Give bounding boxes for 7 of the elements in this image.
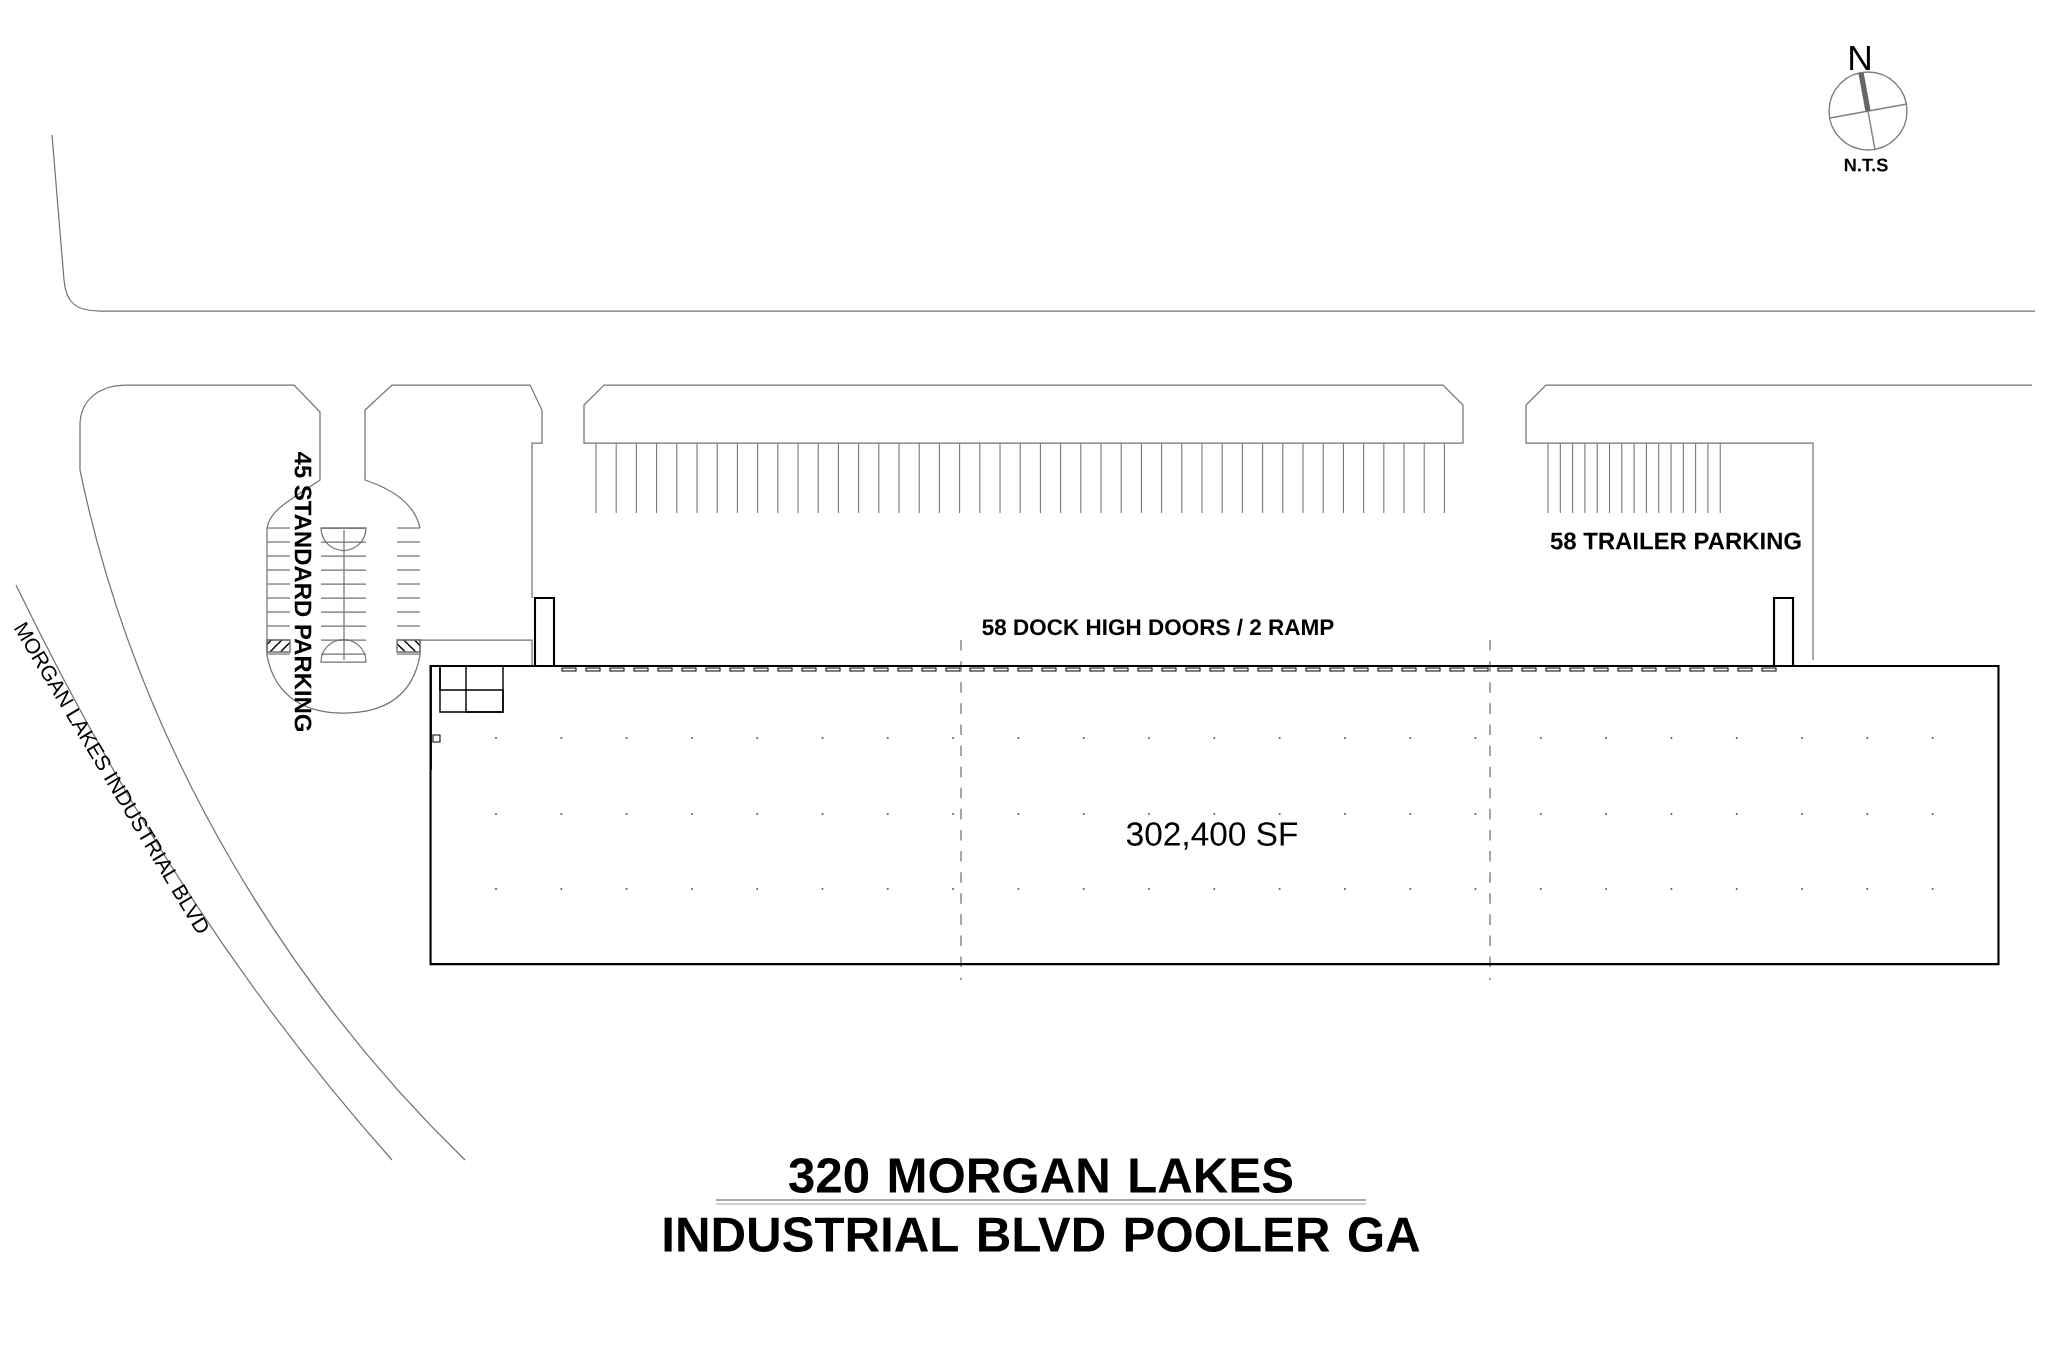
parking-label: 58 TRAILER PARKING	[1550, 532, 1801, 550]
title: 320 MORGAN LAKES INDUSTRIAL BLVD POOLER GA	[664, 1158, 1420, 1252]
dock-label: 58 DOCK HIGH DOORS / 2 RAMP	[982, 618, 1334, 636]
compass-letter: N	[1850, 45, 1870, 71]
parking-label: 45 STANDARD PARKING	[294, 452, 312, 731]
warehouse-outline: 302,400 SF	[429, 664, 2000, 966]
scale-note: N.T.S	[1844, 158, 1888, 172]
